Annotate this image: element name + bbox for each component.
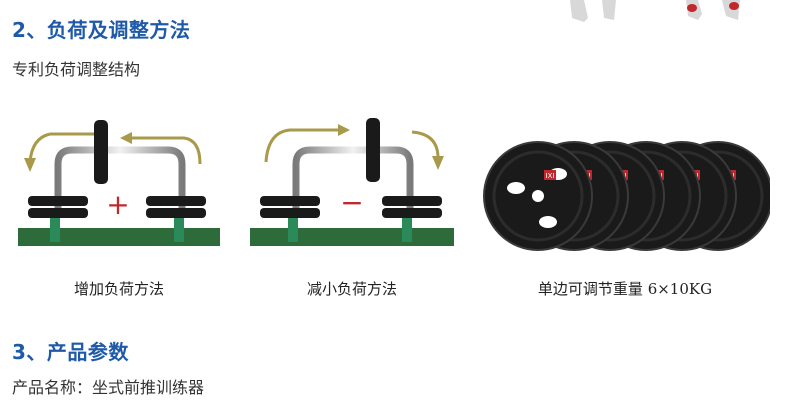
- decrease-load-caption: 减小负荷方法: [306, 280, 397, 298]
- rotate-arrow-right-icon: [132, 136, 202, 165]
- rotate-arrow-right-icon: [411, 130, 440, 159]
- increase-load-caption: 增加负荷方法: [73, 280, 164, 298]
- weight-plates-illustration: IXIIXIIXIIXIIXIIXI: [483, 141, 770, 251]
- plus-symbol: +: [106, 188, 129, 221]
- product-name-label: 产品名称：: [12, 378, 93, 397]
- platform: [250, 228, 454, 246]
- decrease-load-illustration: −: [250, 118, 454, 246]
- section-3-title: 3、产品参数: [12, 340, 129, 364]
- section-2-subtitle: 专利负荷调整结构: [12, 60, 141, 79]
- platform: [18, 228, 220, 246]
- plate-logo-icon: [544, 170, 556, 180]
- weight-plate: IXI: [483, 141, 593, 251]
- increase-load-illustration: +: [18, 120, 220, 246]
- product-name-row: 产品名称：坐式前推训练器: [12, 374, 204, 398]
- rotate-arrow-left-icon: [28, 132, 51, 163]
- minus-symbol: −: [340, 186, 363, 219]
- figure-legs-image: [570, 0, 740, 22]
- plate-logo-text: IXI: [546, 172, 555, 180]
- plates-caption: 单边可调节重量 6×10KG: [537, 280, 713, 298]
- product-name-value: 坐式前推训练器: [92, 378, 205, 397]
- section-2-title: 2、负荷及调整方法: [12, 18, 191, 42]
- rotate-arrow-left-icon: [264, 128, 338, 163]
